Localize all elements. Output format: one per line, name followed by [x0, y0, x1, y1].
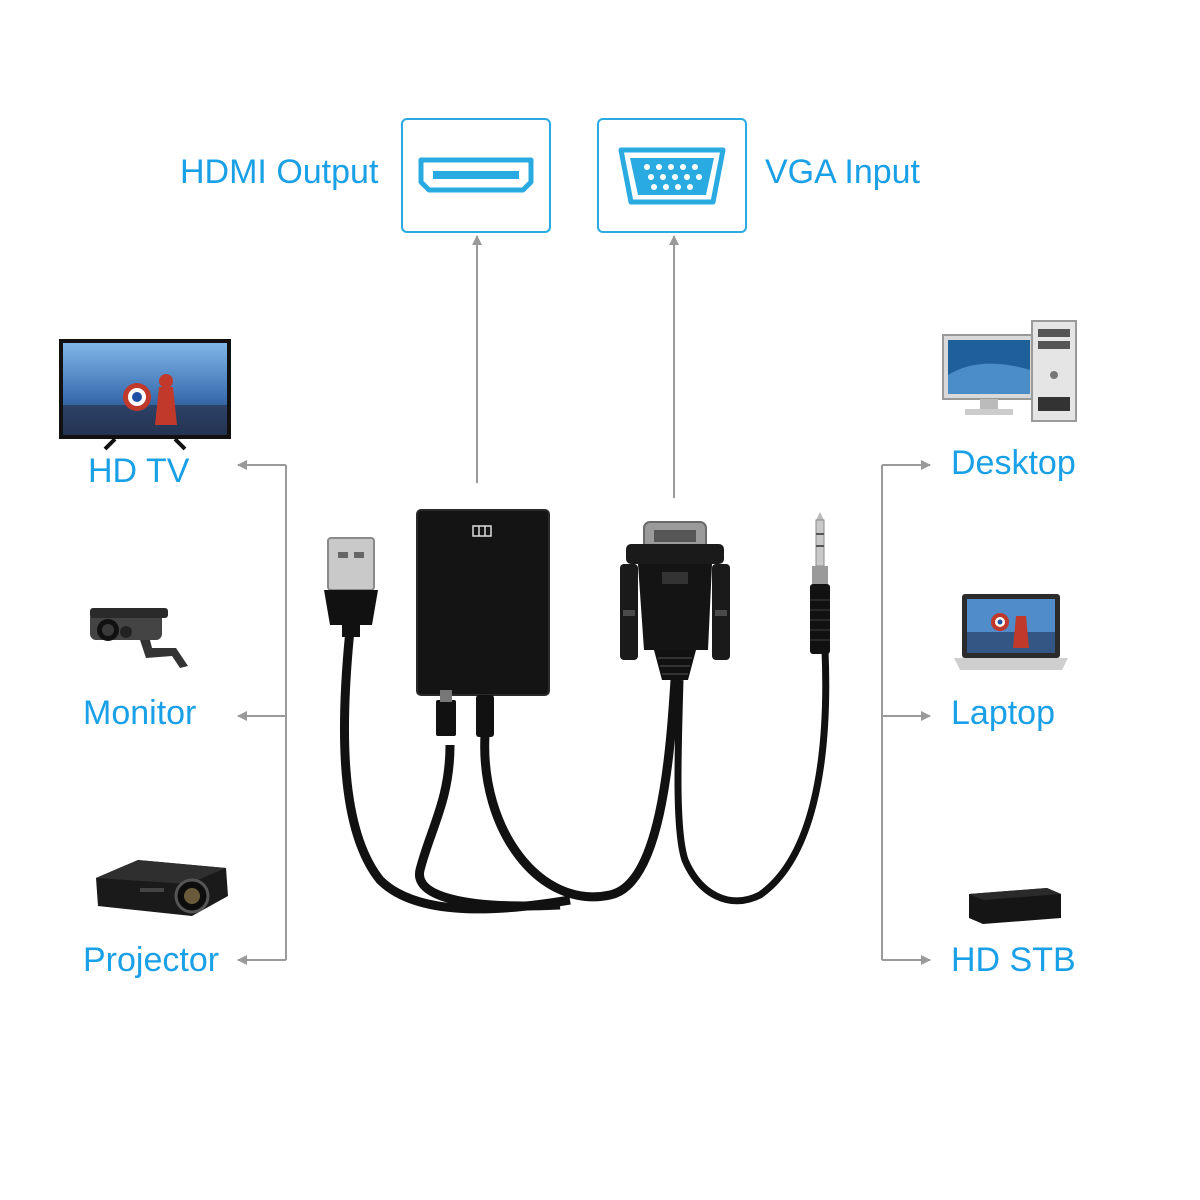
- vga-port-box: [597, 118, 747, 233]
- vga-to-hdmi-adapter-icon: [324, 509, 830, 914]
- laptop-label: Laptop: [951, 694, 1055, 732]
- laptop-icon: [954, 594, 1068, 670]
- hdmi-port-box: [401, 118, 551, 233]
- adapter-vga-cable: [480, 679, 680, 902]
- vga-port-icon: [618, 147, 726, 205]
- hdmi-output-label: HDMI Output: [180, 153, 379, 191]
- desktop-label: Desktop: [951, 444, 1076, 482]
- tv-icon: [59, 339, 231, 451]
- monitor-label: Monitor: [83, 694, 197, 732]
- audio-cable: [674, 649, 830, 905]
- hdstb-label: HD STB: [951, 941, 1076, 979]
- micro-usb-cable: [415, 744, 561, 911]
- projector-icon: [96, 860, 228, 916]
- hdmi-port-icon: [418, 157, 534, 193]
- projector-label: Projector: [83, 941, 220, 979]
- desktop-computer-icon: [942, 320, 1077, 422]
- set-top-box-icon: [969, 888, 1061, 924]
- hdtv-label: HD TV: [88, 452, 190, 490]
- security-camera-icon: [90, 608, 188, 668]
- vga-input-label: VGA Input: [765, 153, 920, 191]
